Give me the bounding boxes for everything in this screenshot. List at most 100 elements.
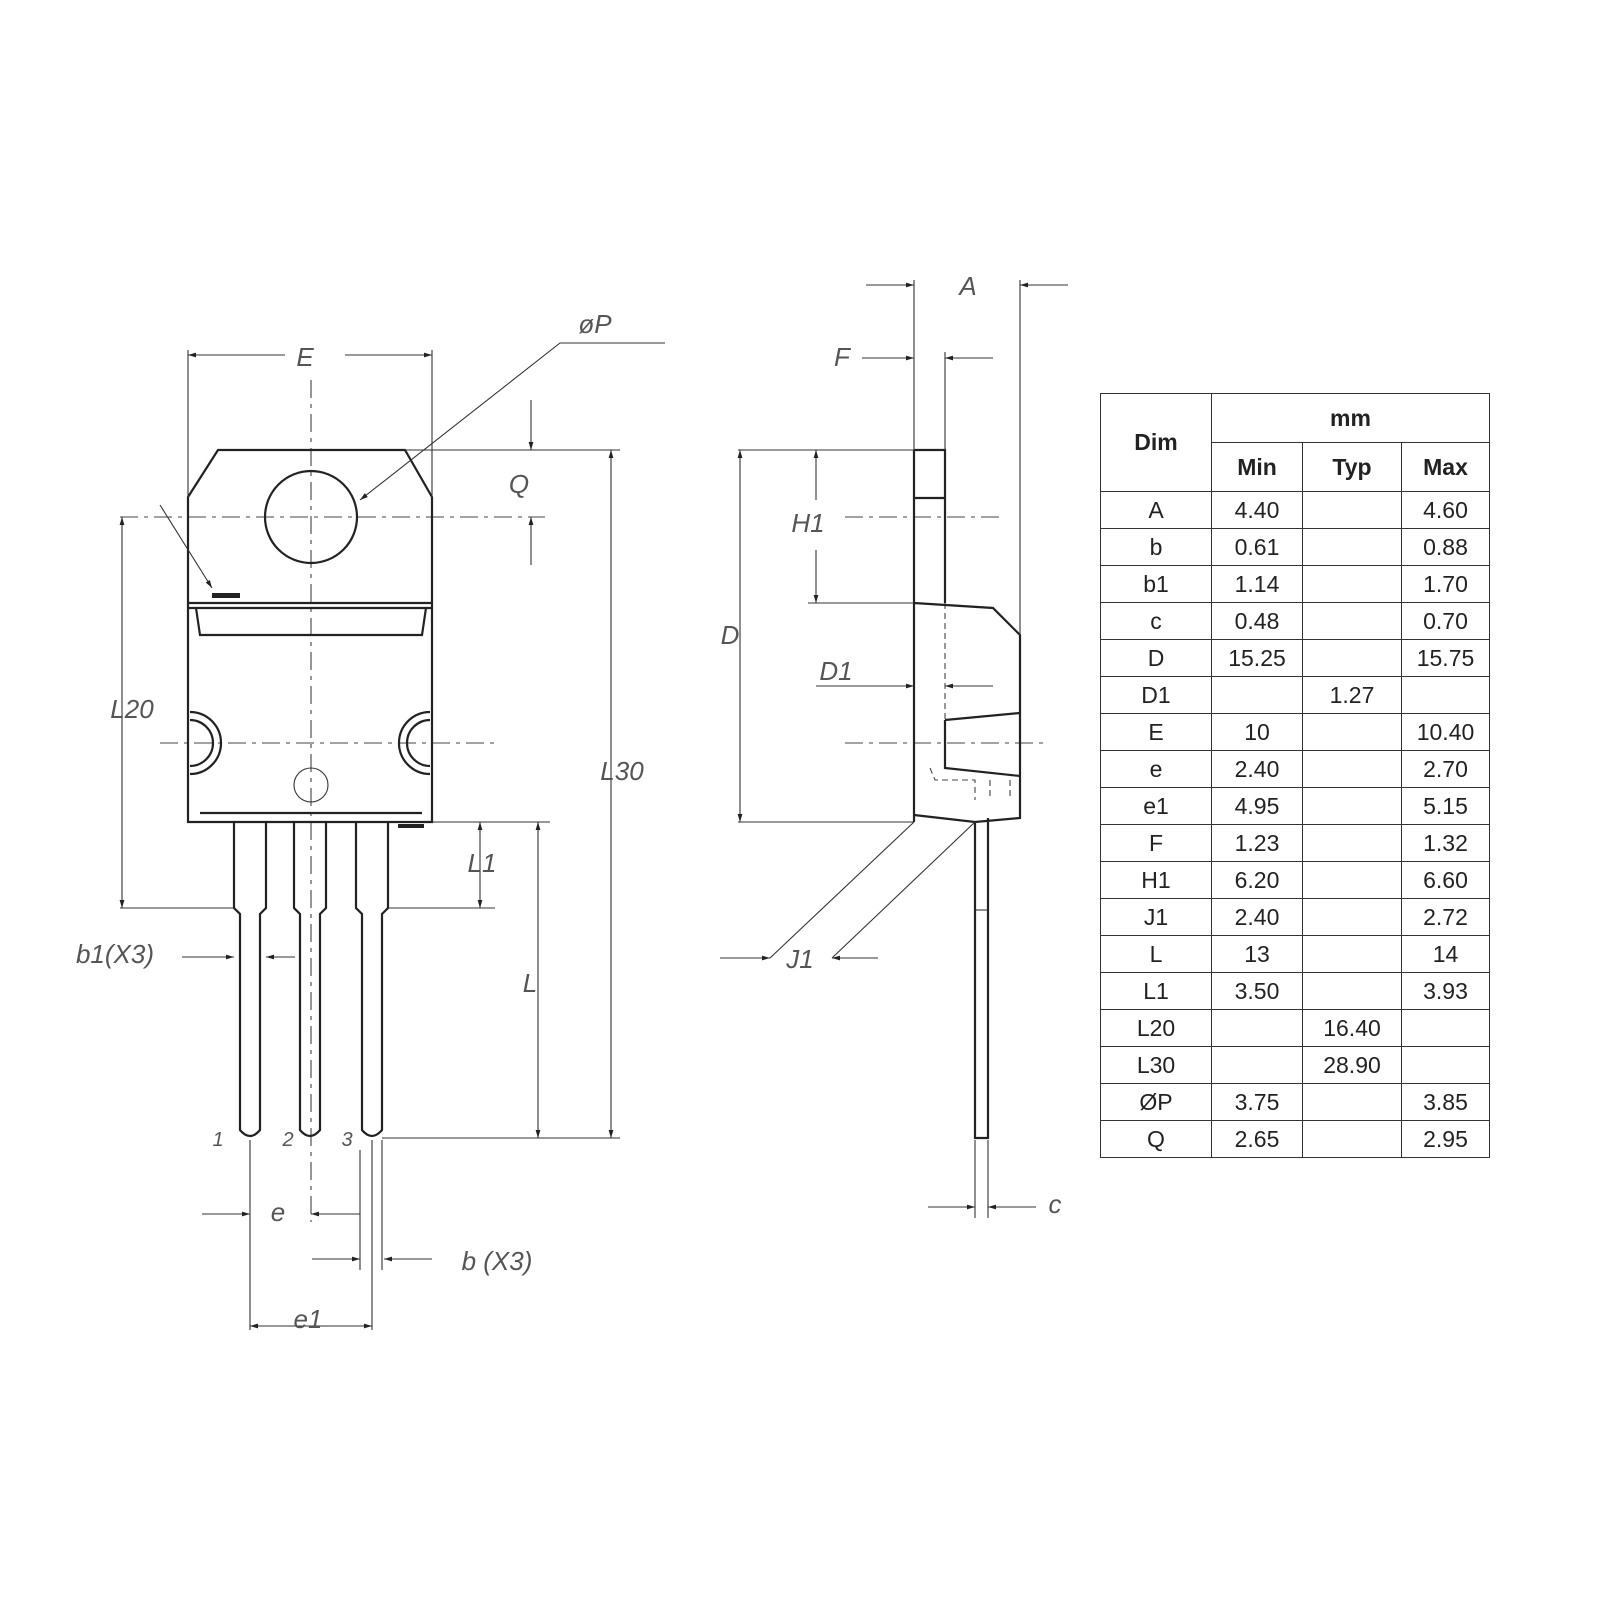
dim-L30: L30 (382, 450, 644, 1139)
cell-typ (1302, 972, 1402, 1010)
cell-typ (1302, 1083, 1402, 1121)
cell-max: 1.32 (1401, 824, 1490, 862)
label-L: L (523, 968, 537, 998)
lead-side (973, 818, 990, 1140)
pin-2-label: 2 (281, 1129, 293, 1151)
cell-max: 0.88 (1401, 528, 1490, 566)
cell-typ (1302, 1120, 1402, 1158)
label-L20: L20 (110, 694, 154, 724)
cell-max: 1.70 (1401, 565, 1490, 603)
cell-max: 3.93 (1401, 972, 1490, 1010)
cell-min: 3.50 (1211, 972, 1303, 1010)
cell-typ (1302, 935, 1402, 973)
cell-min (1211, 1046, 1303, 1084)
label-J1: J1 (785, 944, 813, 974)
cell-min (1211, 1009, 1303, 1047)
cell-dim: b1 (1100, 565, 1212, 603)
header-typ: Typ (1302, 442, 1402, 492)
label-e1: e1 (294, 1304, 323, 1334)
dim-L20: L20 (110, 504, 234, 909)
lead-2 (292, 822, 328, 1138)
cell-typ (1302, 750, 1402, 788)
lead-3 (354, 822, 390, 1138)
cell-max: 0.70 (1401, 602, 1490, 640)
cell-min: 2.65 (1211, 1120, 1303, 1158)
cell-dim: e1 (1100, 787, 1212, 825)
label-b: b (X3) (462, 1246, 533, 1276)
cell-min: 2.40 (1211, 898, 1303, 936)
dim-c: c (928, 1140, 1062, 1219)
cell-dim: J1 (1100, 898, 1212, 936)
lead-1 (232, 822, 268, 1138)
label-E: E (296, 342, 314, 372)
cell-dim: Q (1100, 1120, 1212, 1158)
dim-H1: H1 (738, 449, 914, 604)
cell-typ: 1.27 (1302, 676, 1402, 714)
cell-typ: 16.40 (1302, 1009, 1402, 1047)
cell-min: 10 (1211, 713, 1303, 751)
dim-J1: J1 (720, 821, 976, 974)
cell-dim: H1 (1100, 861, 1212, 899)
dim-e: e (202, 1140, 361, 1330)
front-view: 1 2 3 E øP Q L30 L (76, 309, 665, 1334)
header-unit: mm (1211, 393, 1490, 443)
cell-min: 4.95 (1211, 787, 1303, 825)
label-A: A (957, 271, 976, 301)
mounting-hole (263, 469, 359, 565)
label-c: c (1049, 1189, 1062, 1219)
label-L1: L1 (468, 848, 497, 878)
cell-min: 1.23 (1211, 824, 1303, 862)
dim-P: øP (359, 309, 665, 501)
label-L30: L30 (600, 756, 644, 786)
label-b1: b1(X3) (76, 939, 154, 969)
cell-max: 14 (1401, 935, 1490, 973)
cell-max (1401, 1046, 1490, 1084)
cell-dim: L (1100, 935, 1212, 973)
cell-dim: D (1100, 639, 1212, 677)
label-Q: Q (509, 469, 529, 499)
cell-typ (1302, 713, 1402, 751)
cell-max: 3.85 (1401, 1083, 1490, 1121)
body-side (913, 601, 1022, 824)
dim-e1: e1 (250, 1304, 372, 1334)
cell-min: 4.40 (1211, 491, 1303, 529)
body-step (194, 607, 428, 637)
dim-F: F (834, 342, 993, 450)
dim-A: A (866, 271, 1068, 635)
cell-typ (1302, 787, 1402, 825)
dim-E: E (187, 342, 433, 497)
dim-b: b (X3) (312, 1140, 532, 1330)
notch-right (405, 718, 431, 768)
cell-max: 15.75 (1401, 639, 1490, 677)
cell-dim: L30 (1100, 1046, 1212, 1084)
pin-3-label: 3 (341, 1129, 352, 1151)
cell-min: 0.48 (1211, 602, 1303, 640)
cell-dim: D1 (1100, 676, 1212, 714)
cell-min: 13 (1211, 935, 1303, 973)
label-H1: H1 (791, 508, 824, 538)
cell-max (1401, 1009, 1490, 1047)
header-max: Max (1401, 442, 1490, 492)
cell-max: 4.60 (1401, 491, 1490, 529)
cell-max: 6.60 (1401, 861, 1490, 899)
label-D1: D1 (819, 656, 852, 686)
cell-typ (1302, 602, 1402, 640)
cell-dim: e (1100, 750, 1212, 788)
notch-left (189, 710, 223, 776)
cell-typ (1302, 824, 1402, 862)
cell-typ (1302, 861, 1402, 899)
cell-typ: 28.90 (1302, 1046, 1402, 1084)
